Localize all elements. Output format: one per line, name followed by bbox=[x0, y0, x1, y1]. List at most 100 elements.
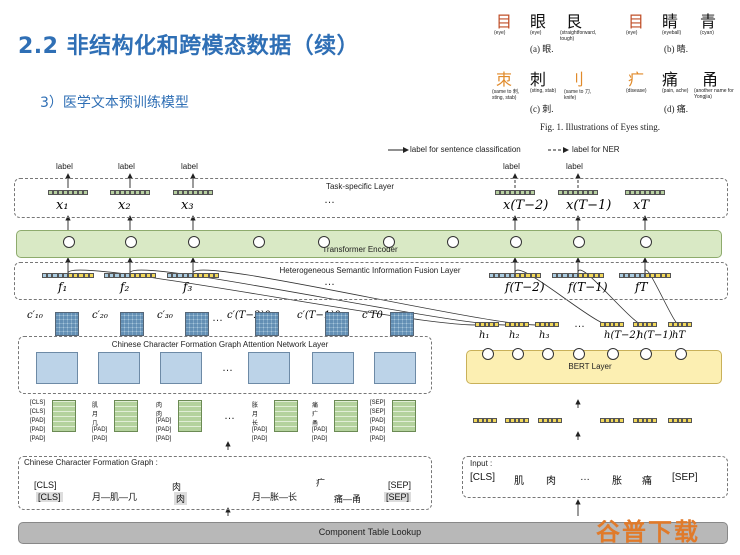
x-vector bbox=[48, 190, 88, 195]
main-char: 刺 bbox=[530, 70, 547, 89]
h-vector-label: h₁ bbox=[479, 330, 490, 341]
gloss: (straightforward, tough) bbox=[560, 30, 597, 42]
gat-label: Chinese Character Formation Graph Attent… bbox=[111, 340, 329, 349]
matrix-grid bbox=[178, 400, 202, 432]
c-vector-label: c′(T−2)0 bbox=[227, 310, 271, 321]
graph-node-bottom: 肉 bbox=[174, 492, 188, 505]
bert-input-vector bbox=[473, 418, 497, 423]
watermark: 谷普下载 bbox=[596, 518, 700, 546]
input-label: Input : bbox=[470, 459, 493, 468]
graph-attention-box bbox=[160, 352, 202, 384]
matrix-token: [PAD] bbox=[30, 436, 46, 442]
x-vector bbox=[495, 190, 535, 195]
x-vector-label: xT bbox=[633, 198, 650, 213]
main-char: 睛 bbox=[662, 12, 679, 31]
gloss: (disease) bbox=[626, 88, 647, 94]
graph-node: 月—肌—几 bbox=[92, 492, 138, 502]
matrix-token: 甬 bbox=[312, 421, 319, 427]
h-vector bbox=[475, 322, 499, 327]
input-token: 胀 bbox=[612, 476, 622, 487]
f-vector-blue bbox=[42, 273, 69, 278]
matrix-token: 肌 bbox=[92, 403, 99, 409]
input-token: … bbox=[580, 472, 590, 483]
f-vector-yellow bbox=[193, 273, 220, 278]
matrix-token: [PAD] bbox=[312, 436, 328, 442]
radical-char: 疒 bbox=[628, 70, 645, 89]
matrix-token: [PAD] bbox=[156, 436, 172, 442]
matrix-grid bbox=[334, 400, 358, 432]
h-vector bbox=[633, 322, 657, 327]
figure-panel-c: 朿 刺 刂 (same to 刺, sting, stab) (sting, s… bbox=[492, 66, 612, 114]
main-char: 痛 bbox=[662, 70, 679, 89]
graph-node-bottom: [SEP] bbox=[384, 492, 412, 502]
graph-node: [SEP] bbox=[388, 480, 412, 490]
matrix-token: [CLS] bbox=[30, 409, 46, 415]
transformer-node bbox=[447, 236, 459, 248]
c-vector-label: c′(T−1)0 bbox=[297, 310, 341, 321]
c-vector-label: c′₁₀ bbox=[27, 310, 43, 321]
matrix-token: [PAD] bbox=[156, 427, 172, 433]
matrix-token: [PAD] bbox=[312, 427, 328, 433]
x-vector-label: x(T−1) bbox=[566, 198, 612, 213]
f-vector-blue bbox=[167, 273, 194, 278]
x-vector-label: x(T−2) bbox=[503, 198, 549, 213]
gloss: (eye) bbox=[494, 30, 506, 36]
h-vector-label: h₂ bbox=[509, 330, 520, 341]
figure-panel-b: 目 睛 青 (eye) (eyeball) (cyan) (b) 睛. bbox=[624, 8, 734, 54]
matrix-token: [SEP] bbox=[370, 400, 386, 406]
f-vector-label: f₃ bbox=[183, 280, 193, 294]
gloss: (same to 刺, sting, stab) bbox=[492, 89, 520, 101]
x-vector bbox=[558, 190, 598, 195]
c-vector-label: c′₃₀ bbox=[157, 310, 173, 321]
bert-node bbox=[482, 348, 494, 360]
h-vector-label: h(T−2) bbox=[604, 330, 640, 341]
f-vector-yellow bbox=[68, 273, 95, 278]
f-vector-blue bbox=[489, 273, 516, 278]
bert-node bbox=[542, 348, 554, 360]
h-vector bbox=[505, 322, 529, 327]
matrix-grid bbox=[392, 400, 416, 432]
panel-caption: (a) 眼. bbox=[530, 44, 554, 54]
matrix-token: [PAD] bbox=[30, 418, 46, 424]
gloss: (sting, stab) bbox=[530, 88, 557, 94]
label-text: label bbox=[118, 162, 135, 171]
graph-node-bottom: [CLS] bbox=[36, 492, 63, 502]
matrix-token: 月 bbox=[92, 412, 99, 418]
matrix-token: 肉 bbox=[156, 412, 163, 418]
label-text: label bbox=[566, 162, 583, 171]
lookup-label: Component Table Lookup bbox=[318, 527, 422, 537]
char-formation-graph bbox=[18, 456, 432, 510]
input-token: [SEP] bbox=[672, 472, 698, 483]
f-vector-yellow bbox=[578, 273, 605, 278]
component-char: 甬 bbox=[702, 70, 719, 89]
graph-attention-box bbox=[36, 352, 78, 384]
f-vector-yellow bbox=[130, 273, 157, 278]
matrix-token: 肉 bbox=[156, 403, 163, 409]
matrix-token: [CLS] bbox=[30, 400, 46, 406]
h-vector-label: h(T−1) bbox=[637, 330, 673, 341]
x-vector bbox=[110, 190, 150, 195]
matrix-token: 月 bbox=[252, 412, 259, 418]
input-token: [CLS] bbox=[470, 472, 496, 483]
matrix-grid bbox=[114, 400, 138, 432]
f-vector-label: f(T−2) bbox=[505, 280, 545, 294]
c-matrix bbox=[55, 312, 79, 336]
c-matrix bbox=[185, 312, 209, 336]
c-vector-label: c′T0 bbox=[362, 310, 383, 321]
matrix-token: [PAD] bbox=[156, 418, 172, 424]
h-vector bbox=[535, 322, 559, 327]
graph-node: 月—胀—长 bbox=[252, 492, 298, 502]
h-vector-label: h₃ bbox=[539, 330, 550, 341]
f-vector-label: f₁ bbox=[58, 280, 68, 294]
ellipsis: … bbox=[224, 410, 235, 422]
bert-node bbox=[675, 348, 687, 360]
component-char: 艮 bbox=[566, 12, 583, 31]
f-vector-label: f(T−1) bbox=[568, 280, 608, 294]
matrix-token: 几 bbox=[92, 421, 99, 427]
matrix-grid bbox=[52, 400, 76, 432]
ellipsis: … bbox=[324, 194, 335, 206]
graph-attention-box bbox=[248, 352, 290, 384]
transformer-node bbox=[640, 236, 652, 248]
f-vector-yellow bbox=[515, 273, 542, 278]
f-vector-label: fT bbox=[635, 280, 648, 294]
